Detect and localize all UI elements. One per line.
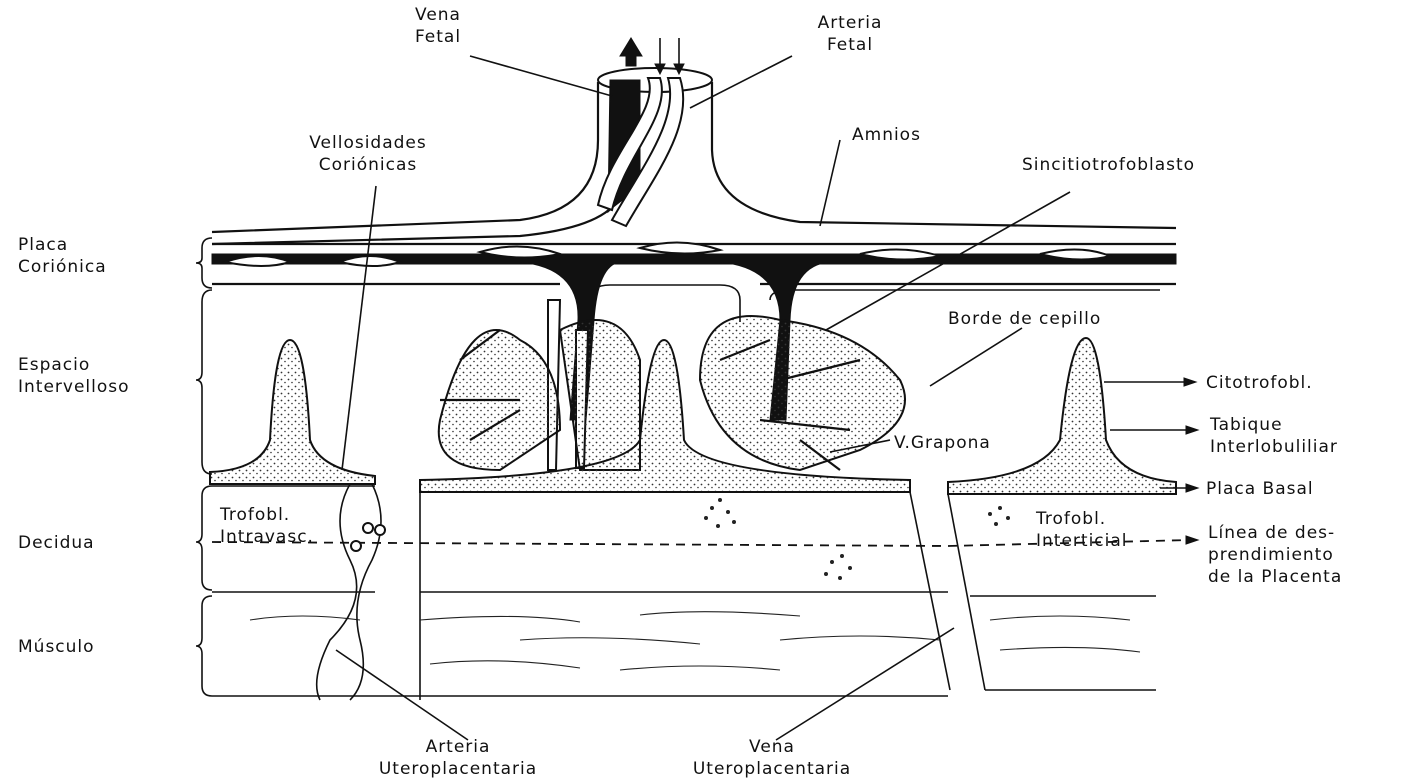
label-decidua: Decidua xyxy=(18,532,95,554)
label-arteria-utero-line2: Uteroplacentaria xyxy=(358,758,558,780)
label-vena-fetal-line2: Fetal xyxy=(378,26,498,48)
label-placa-corionica: Placa Coriónica xyxy=(18,234,107,278)
label-linea-line1: Línea de des- xyxy=(1208,522,1342,544)
label-vellosidades-line1: Vellosidades xyxy=(268,132,468,154)
label-linea-desprendimiento: Línea de des- prendimiento de la Placent… xyxy=(1208,522,1342,588)
label-vena-utero-line1: Vena xyxy=(672,736,872,758)
label-vena-fetal: Vena Fetal xyxy=(378,4,498,48)
label-trofobl-intravasc-line1: Trofobl. xyxy=(220,504,314,526)
label-vena-utero-line2: Uteroplacentaria xyxy=(672,758,872,780)
label-arteria-fetal-line1: Arteria xyxy=(790,12,910,34)
label-tabique-line1: Tabique xyxy=(1210,414,1338,436)
layer-braces xyxy=(196,238,212,696)
label-linea-line3: de la Placenta xyxy=(1208,566,1342,588)
label-placa-basal: Placa Basal xyxy=(1206,478,1314,500)
label-placa-corionica-line1: Placa xyxy=(18,234,107,256)
label-trofobl-intravasc-line2: Intravasc. xyxy=(220,526,314,548)
label-musculo: Músculo xyxy=(18,636,95,658)
label-espacio-line1: Espacio xyxy=(18,354,130,376)
cell-clusters xyxy=(704,498,1010,580)
label-arteria-fetal-line2: Fetal xyxy=(790,34,910,56)
label-trofobl-intravasc: Trofobl. Intravasc. xyxy=(220,504,314,548)
label-vena-fetal-line1: Vena xyxy=(378,4,498,26)
label-trofobl-intersticial-line2: Interticial xyxy=(1036,530,1128,552)
label-espacio-intervelloso: Espacio Intervelloso xyxy=(18,354,130,398)
label-arteria-uteroplacentaria: Arteria Uteroplacentaria xyxy=(358,736,558,780)
label-placa-corionica-line2: Coriónica xyxy=(18,256,107,278)
label-linea-line2: prendimiento xyxy=(1208,544,1342,566)
label-borde-cepillo: Borde de cepillo xyxy=(948,308,1101,330)
label-vellosidades-line2: Coriónicas xyxy=(268,154,468,176)
label-vellosidades: Vellosidades Coriónicas xyxy=(268,132,468,176)
label-trofobl-intersticial: Trofobl. Interticial xyxy=(1036,508,1128,552)
label-amnios: Amnios xyxy=(852,124,921,146)
villous-tree-left xyxy=(439,262,640,470)
label-espacio-line2: Intervelloso xyxy=(18,376,130,398)
label-sinciciotrofoblasto: Sincitiotrofoblasto xyxy=(1022,154,1195,176)
chorionic-plate xyxy=(212,242,1176,284)
label-tabique: Tabique Interlobuliliar xyxy=(1210,414,1338,458)
label-v-grapona: V.Grapona xyxy=(894,432,991,454)
label-arteria-utero-line1: Arteria xyxy=(358,736,558,758)
label-trofobl-intersticial-line1: Trofobl. xyxy=(1036,508,1128,530)
villous-tree-right xyxy=(700,262,905,470)
label-citotrofobl: Citotrofobl. xyxy=(1206,372,1313,394)
label-vena-uteroplacentaria: Vena Uteroplacentaria xyxy=(672,736,872,780)
label-arteria-fetal: Arteria Fetal xyxy=(790,12,910,56)
label-tabique-line2: Interlobuliliar xyxy=(1210,436,1338,458)
